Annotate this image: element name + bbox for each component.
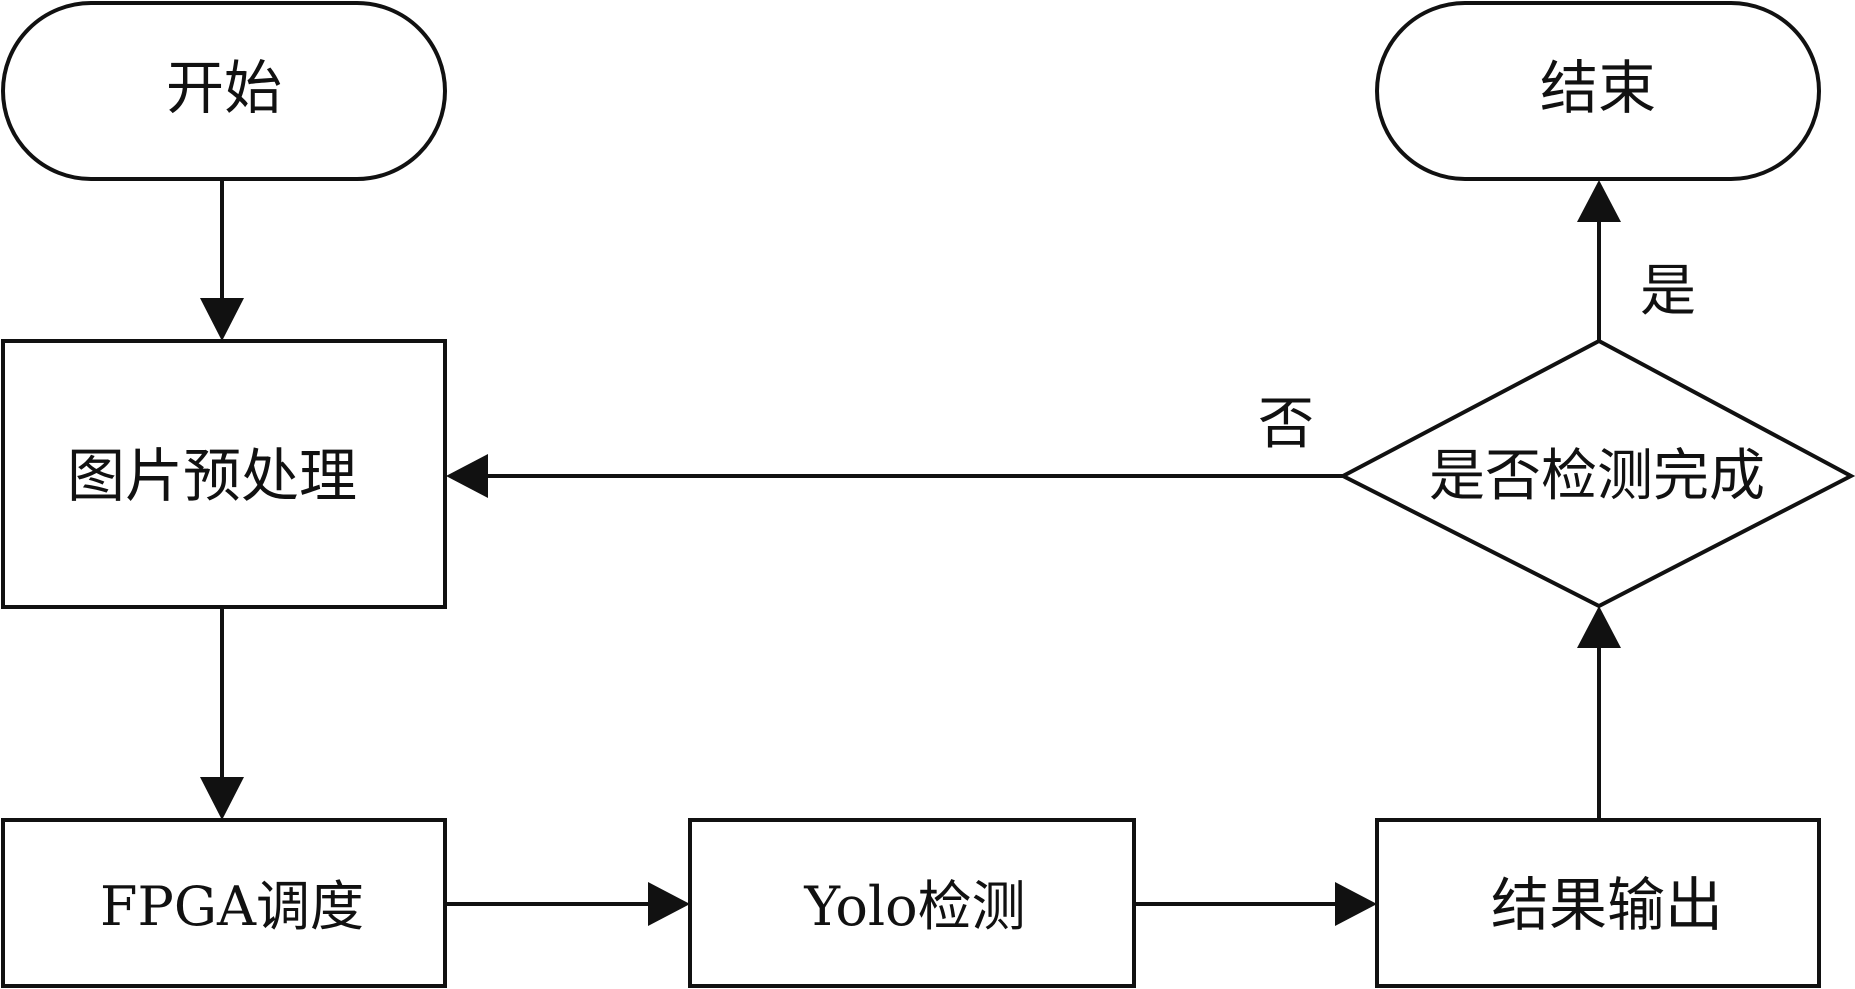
start-label: 开始 xyxy=(166,54,282,122)
arrow-fpga-to-yolo xyxy=(445,882,690,926)
preprocess-box: 图片预处理 xyxy=(1,339,447,609)
decision-label: 是否检测完成 xyxy=(1429,444,1765,509)
yes-label: 是 xyxy=(1640,259,1696,324)
fpga-box: FPGA调度 xyxy=(1,818,447,988)
output-box: 结果输出 xyxy=(1375,818,1821,988)
fpga-label: FPGA调度 xyxy=(100,875,364,938)
decision-diamond: 是否检测完成 xyxy=(1338,338,1855,609)
preprocess-label: 图片预处理 xyxy=(67,442,357,510)
arrow-start-to-preprocess xyxy=(200,180,244,341)
output-label: 结果输出 xyxy=(1491,871,1723,939)
arrow-output-to-decision xyxy=(1577,606,1621,820)
yolo-label: Yolo检测 xyxy=(803,875,1025,938)
arrow-decision-to-end xyxy=(1577,180,1621,341)
yolo-box: Yolo检测 xyxy=(688,818,1136,988)
arrow-yolo-to-output xyxy=(1134,882,1377,926)
end-label: 结束 xyxy=(1540,54,1656,122)
start-terminal: 开始 xyxy=(1,1,447,181)
end-terminal: 结束 xyxy=(1375,1,1821,181)
no-label: 否 xyxy=(1258,392,1314,457)
arrow-preprocess-to-fpga xyxy=(200,607,244,820)
arrow-decision-to-preprocess xyxy=(446,454,1343,498)
